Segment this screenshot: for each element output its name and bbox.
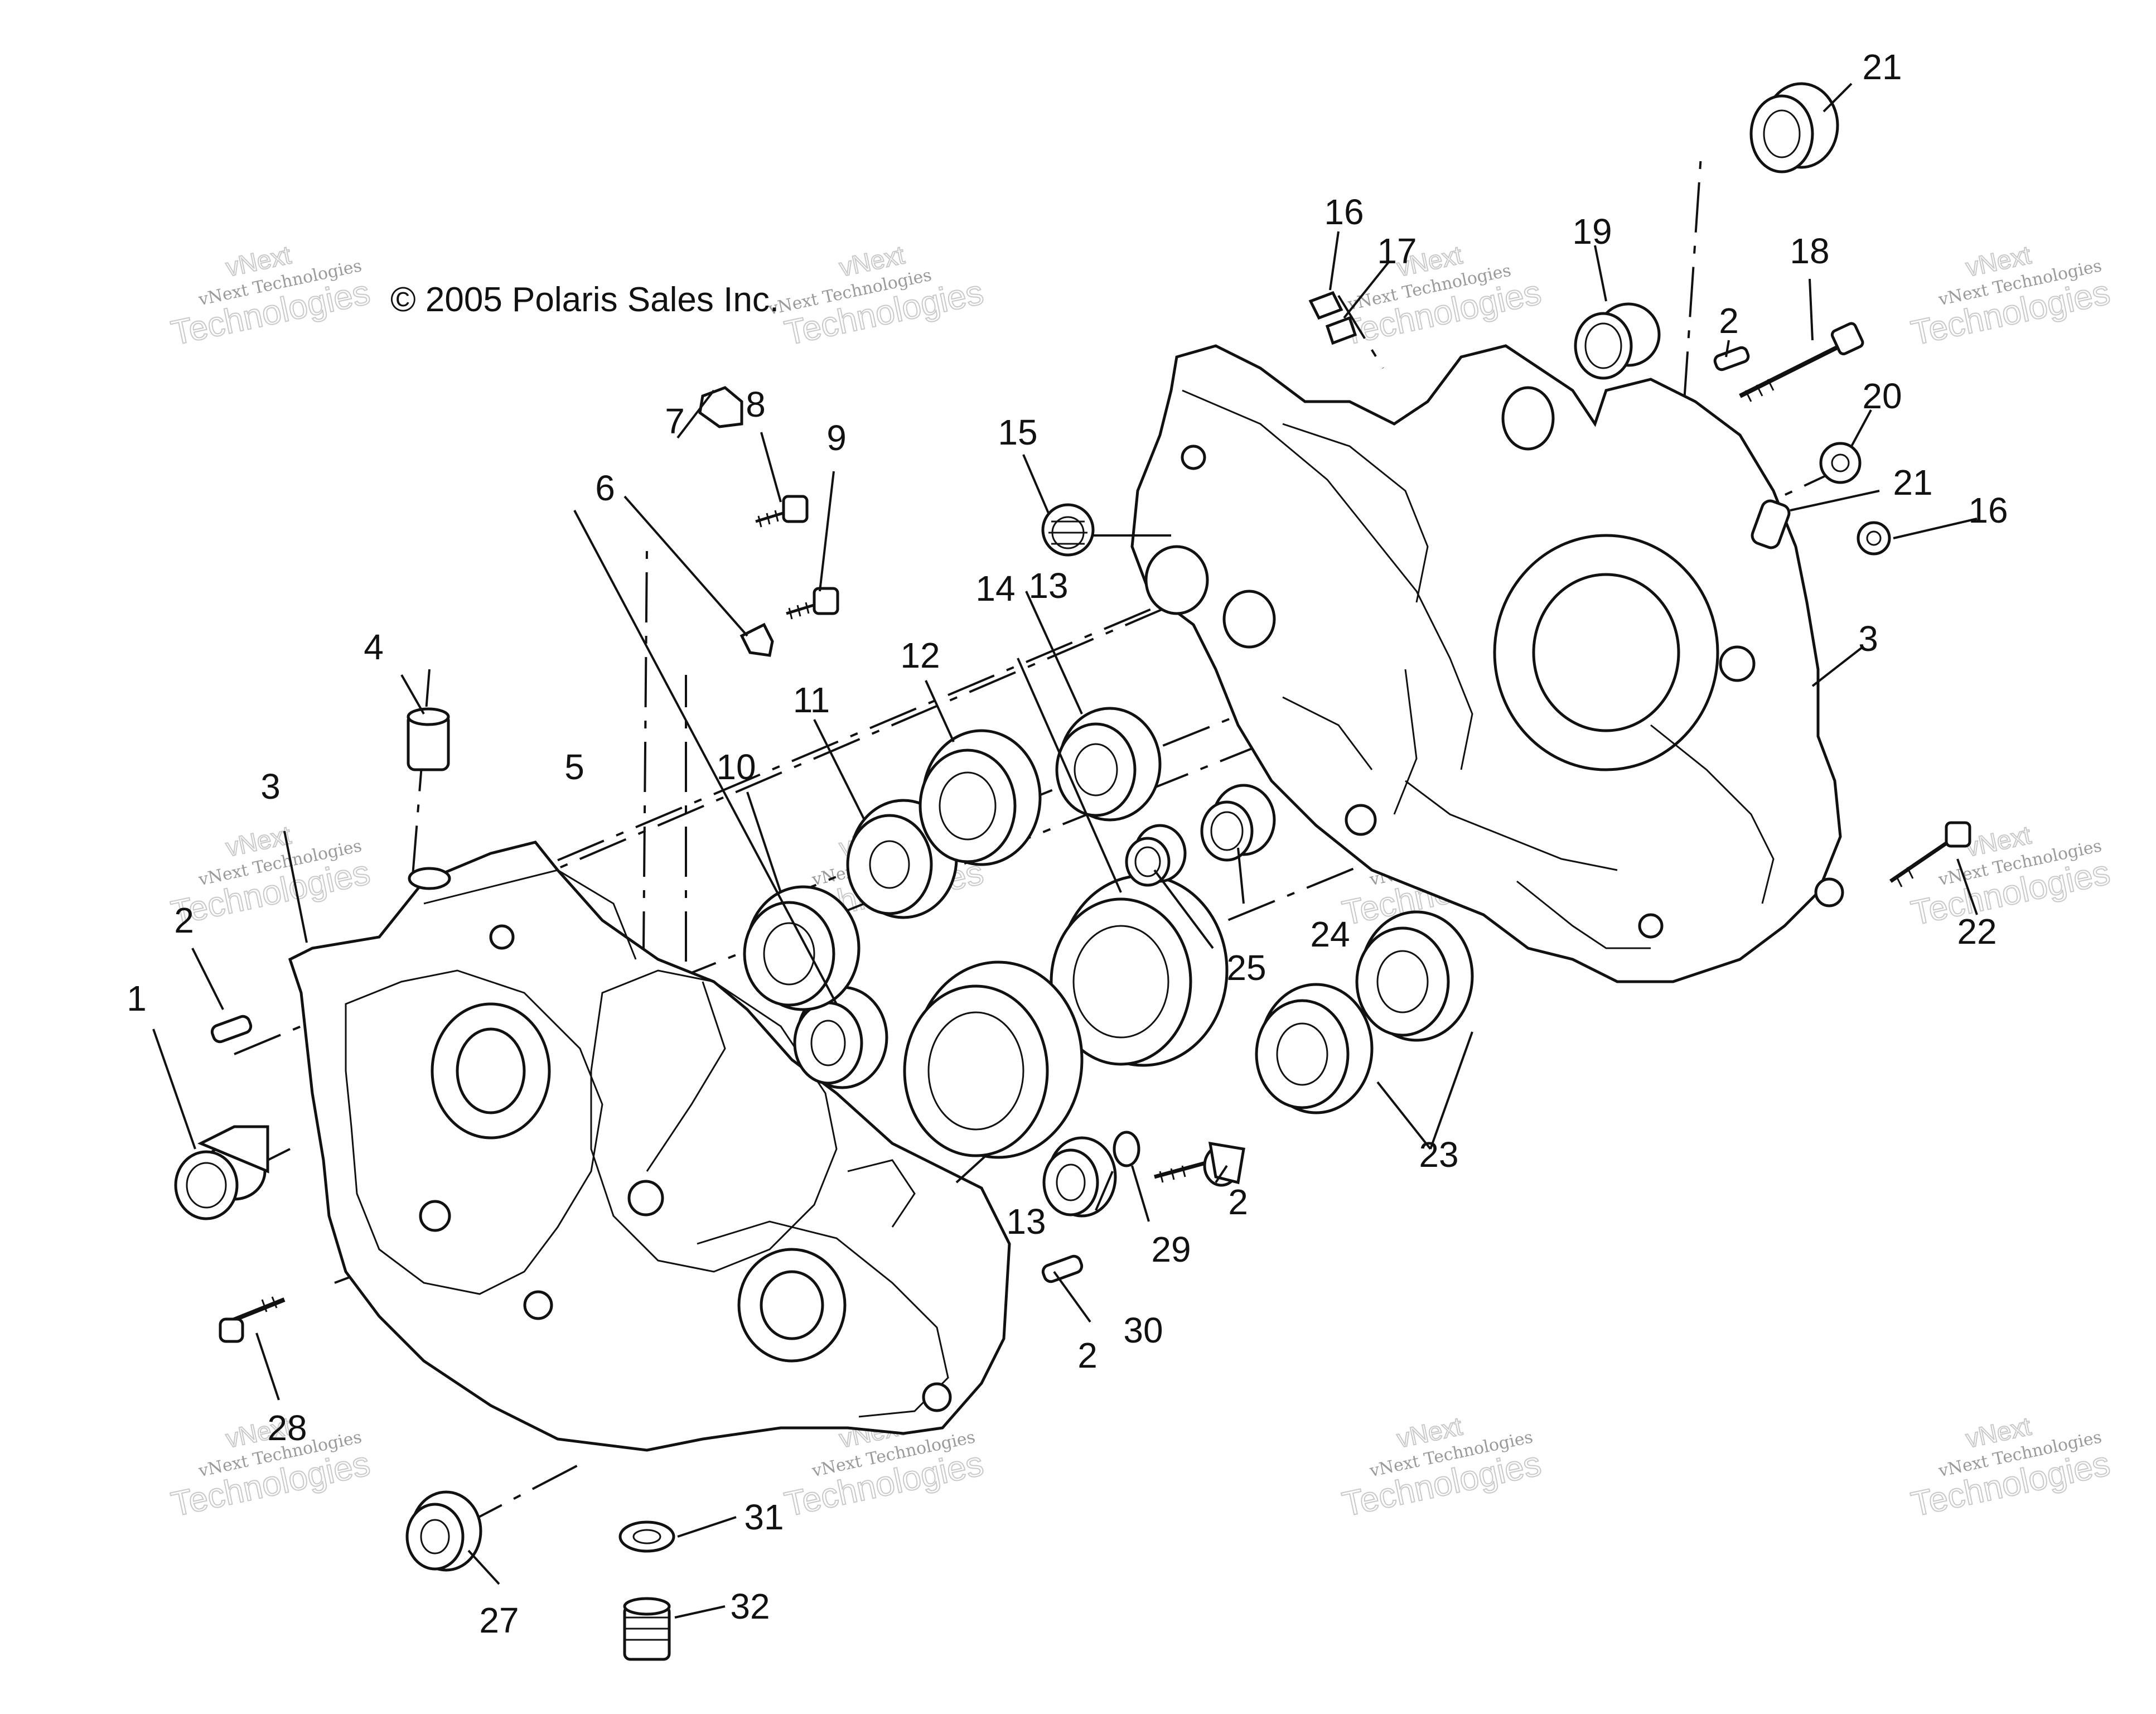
- callout: 21: [1893, 462, 1932, 503]
- part-10-bearing: [743, 885, 861, 1011]
- part-4-plug: [407, 707, 450, 771]
- part-13-bearing-b: [903, 960, 1084, 1159]
- part-20-washer: [1819, 442, 1862, 484]
- callout: 5: [564, 747, 584, 787]
- callout: 3: [1858, 619, 1878, 659]
- callout: 7: [665, 401, 685, 441]
- callout: 14: [975, 568, 1015, 609]
- part-26-sensor: [1154, 1141, 1245, 1187]
- callout: 16: [1968, 490, 2008, 530]
- callout: 1: [127, 978, 147, 1018]
- callout: 16: [1324, 192, 1364, 232]
- part-16-cap-top: [1308, 291, 1357, 345]
- callout: 24: [1310, 914, 1350, 954]
- callout: 29: [1151, 1229, 1191, 1269]
- watermark: vNext vNext Technologies Technologies: [1907, 819, 2114, 933]
- part-23-bearing-b: [1255, 983, 1374, 1114]
- part-8-bolt: [755, 495, 809, 528]
- callout: 6: [595, 468, 615, 508]
- callout: 4: [364, 627, 384, 667]
- callout: 12: [900, 635, 940, 675]
- part-22-bolt: [1889, 821, 1971, 887]
- part-1-bushing-right: [1574, 302, 1661, 380]
- part-28-bearing: [1042, 1136, 1117, 1218]
- callout: 25: [1226, 948, 1266, 988]
- part-21-pin: [1751, 499, 1791, 549]
- callout: 30: [1123, 1310, 1163, 1350]
- part-18-seal: [1749, 82, 1839, 173]
- part-24-needle-bearing: [1200, 784, 1276, 862]
- callout: 13: [1028, 566, 1068, 606]
- part-16-washer-right: [1857, 521, 1891, 556]
- callout: 20: [1862, 376, 1902, 416]
- part-2-dowel-right: [1713, 346, 1750, 371]
- callout: 19: [1572, 211, 1612, 252]
- parts-group: [174, 82, 1971, 1661]
- callout: 11: [793, 680, 830, 720]
- watermark: vNext vNext Technologies Technologies: [167, 1411, 374, 1524]
- part-13-bearing-a: [1050, 874, 1229, 1067]
- callout: 21: [1862, 47, 1902, 87]
- part-2-dowel-left: [210, 1015, 253, 1044]
- callout: 2: [1077, 1335, 1098, 1375]
- part-30-drain-plug: [623, 1597, 671, 1661]
- right-crankcase-half: [1130, 344, 1844, 983]
- part-6-clip: [739, 622, 774, 657]
- part-2-dowel-bottom: [1041, 1254, 1084, 1283]
- watermark: vNext vNext Technologies Technologies: [766, 239, 988, 353]
- part-9-bolt: [786, 587, 839, 620]
- callout: 32: [730, 1586, 770, 1626]
- callout-labels: 21 16 17 19 18 2 20 21 16 3 22 15 14 12 …: [127, 47, 2008, 1640]
- part-1-bushing-left: [174, 1125, 269, 1220]
- callout: 2: [1719, 301, 1739, 341]
- callout: 8: [746, 384, 766, 424]
- callout: 22: [1957, 911, 1997, 952]
- watermark: vNext vNext Technologies Technologies: [1907, 1411, 2114, 1524]
- part-15-plug: [1041, 503, 1095, 557]
- callout: 27: [479, 1600, 519, 1640]
- callout: 13: [1006, 1201, 1046, 1242]
- watermark: vNext vNext Technologies Technologies: [1907, 239, 2114, 353]
- callout: 31: [744, 1497, 784, 1537]
- part-29-washer: [618, 1520, 675, 1553]
- left-crankcase-half: [288, 841, 1011, 1452]
- callout: 18: [1790, 231, 1829, 271]
- part-23-bearing-a: [1355, 910, 1474, 1042]
- callout: 15: [998, 412, 1037, 452]
- leader-lines: [152, 83, 1978, 1619]
- part-14-bearing: [1055, 707, 1162, 822]
- callout: 9: [826, 418, 847, 458]
- part-32-stud: [219, 1296, 286, 1343]
- part-5-seal: [793, 986, 888, 1089]
- part-31-plug: [405, 1490, 482, 1572]
- part-19-bolt: [1739, 322, 1864, 402]
- callout: 17: [1377, 231, 1417, 271]
- callout: 2: [1228, 1182, 1248, 1222]
- copyright-notice: © 2005 Polaris Sales Inc.: [390, 281, 779, 319]
- watermark: vNext vNext Technologies Technologies: [167, 239, 374, 353]
- part-27-o-ring: [1113, 1131, 1140, 1167]
- callout: 10: [716, 747, 756, 787]
- callout: 2: [174, 900, 194, 940]
- callout: 23: [1419, 1134, 1458, 1175]
- callout: 28: [267, 1408, 307, 1448]
- watermark: vNext vNext Technologies Technologies: [1338, 1411, 1545, 1524]
- part-25-needle-bearing: [1125, 824, 1187, 887]
- part-7-plate: [698, 386, 743, 428]
- part-12-bearing: [919, 729, 1042, 866]
- callout: 3: [260, 766, 281, 807]
